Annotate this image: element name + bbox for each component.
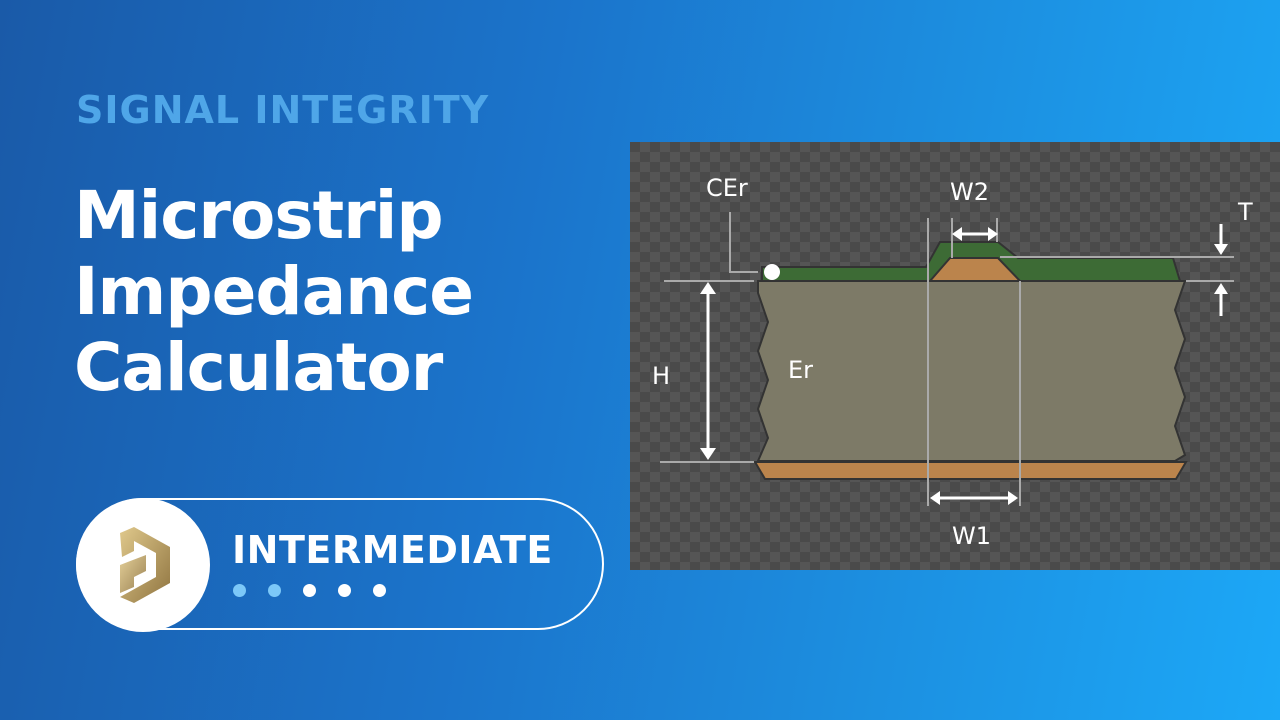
rating-dot-filled (233, 584, 246, 597)
cross-section-illustration (660, 212, 1234, 506)
rating-dot-empty (373, 584, 386, 597)
title-line-3: Calculator (74, 329, 443, 406)
label-cer: CEr (706, 174, 748, 202)
microstrip-diagram: CEr W2 T H Er W1 (630, 142, 1280, 570)
copper-trace (927, 257, 1023, 282)
brand-logo-icon (120, 527, 170, 603)
title-line-1: Microstrip (74, 177, 444, 254)
page-title: Microstrip Impedance Calculator (74, 177, 474, 406)
rating-dot-empty (303, 584, 316, 597)
level-label: INTERMEDIATE (232, 528, 553, 572)
cer-marker (764, 264, 780, 280)
label-w1: W1 (952, 522, 991, 550)
title-line-2: Impedance (74, 253, 474, 330)
rating-dot-filled (268, 584, 281, 597)
label-w2: W2 (950, 178, 989, 206)
label-er: Er (788, 356, 814, 384)
label-t: T (1238, 198, 1253, 226)
dielectric-layer (756, 280, 1187, 462)
category-label: SIGNAL INTEGRITY (76, 88, 490, 132)
rating-dot-empty (338, 584, 351, 597)
difficulty-rating (233, 584, 386, 597)
logo-circle (76, 498, 210, 632)
ground-plane (753, 461, 1188, 480)
label-h: H (652, 362, 671, 390)
